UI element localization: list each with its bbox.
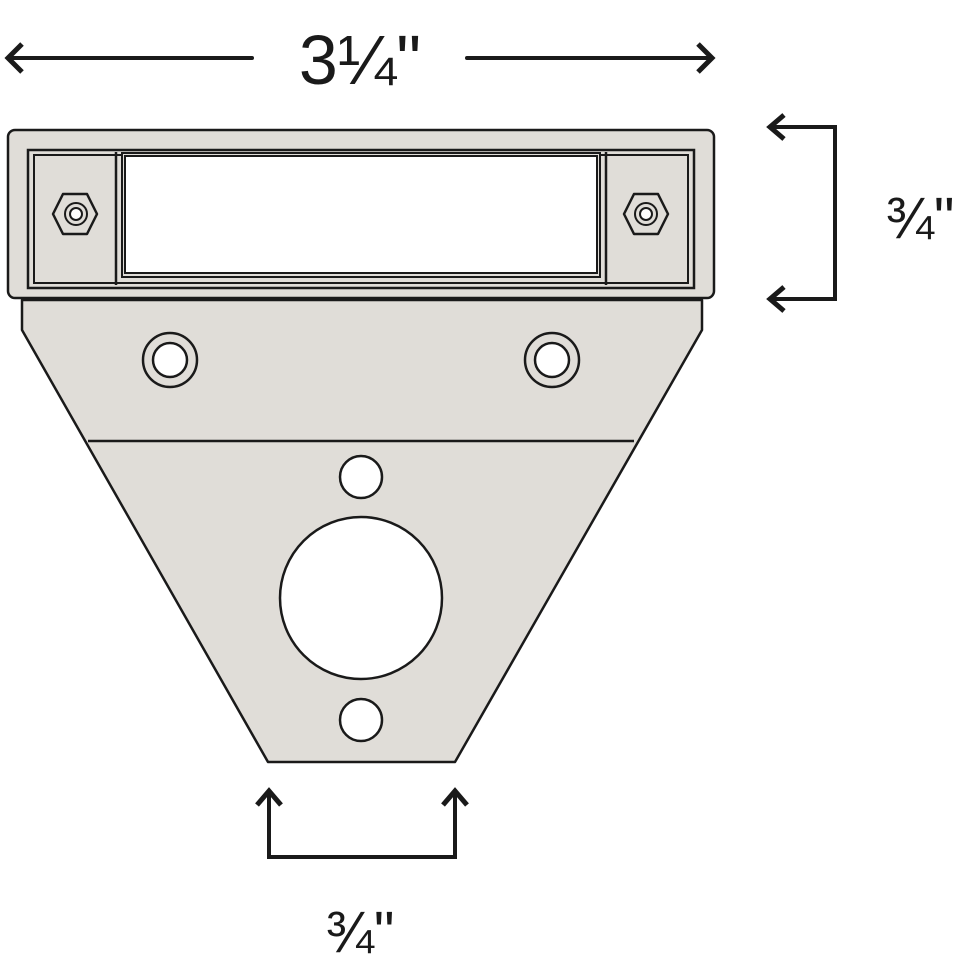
width-label: 3¼" [299,21,421,99]
arrow-up-icon [255,787,283,807]
bottom-width-dimension: ¾" [255,787,469,965]
center-small-hole-bottom [338,697,384,743]
arrow-left-icon [766,285,786,313]
upper-mount-hole-left [141,331,199,389]
center-small-hole-top [338,454,384,500]
width-dimension: 3¼" [4,21,716,99]
head-height-dimension: ¾" [766,113,955,313]
arrow-left-icon [4,42,24,74]
center-large-hole [278,515,444,681]
bottom-width-label: ¾" [326,900,395,965]
arrow-right-icon [696,42,716,74]
upper-mount-hole-right [523,331,581,389]
lens-window [124,155,598,274]
fixture-frame-outer [26,148,696,290]
bracket-plate [20,298,704,764]
hex-nut-right-icon [622,192,670,236]
head-height-label: ¾" [886,186,955,251]
bottom-width-bracket-line [267,793,457,859]
arrow-up-icon [441,787,469,807]
hex-nut-left-icon [51,192,99,236]
arrow-left-icon [766,113,786,141]
fixture-head [6,128,716,300]
head-height-bracket-line [772,125,837,301]
